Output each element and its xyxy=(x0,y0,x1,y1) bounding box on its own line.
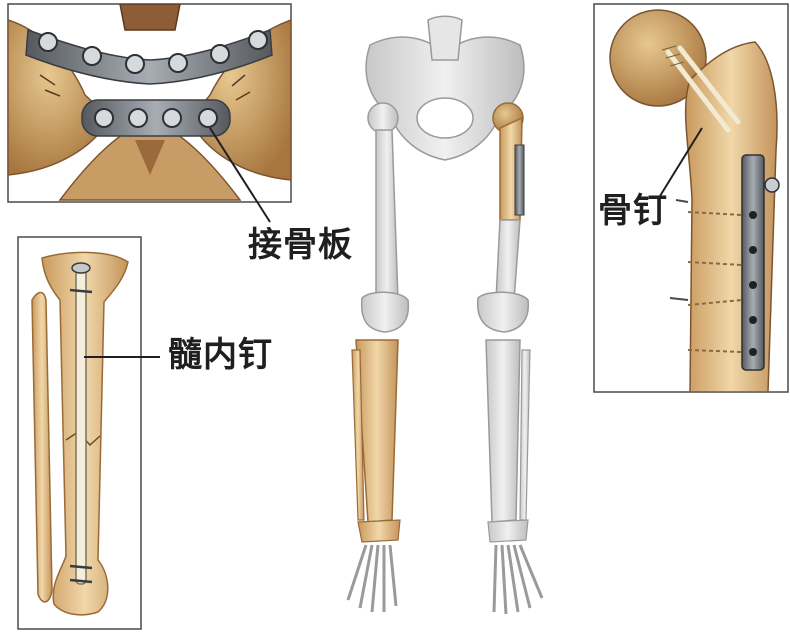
left-foot-bones xyxy=(348,545,396,612)
plate-top-screw xyxy=(765,178,779,192)
tibia-nail-panel xyxy=(18,237,141,629)
nail-cap xyxy=(72,263,90,273)
left-femur xyxy=(376,130,398,300)
sacrum-spine xyxy=(428,16,462,60)
right-fibula xyxy=(520,350,530,520)
bone-screw-label: 骨钉 xyxy=(598,194,668,228)
intramedullary-nail-label: 髓内钉 xyxy=(168,338,273,372)
right-ankle xyxy=(488,520,528,542)
left-ankle xyxy=(358,520,400,542)
right-tibia xyxy=(486,340,520,522)
bone-plate-label: 接骨板 xyxy=(248,228,353,262)
left-femoral-head xyxy=(368,103,398,133)
sacrum xyxy=(120,4,180,30)
femur-side-plate xyxy=(515,145,524,215)
right-knee xyxy=(478,292,529,332)
intramedullary-nail xyxy=(76,266,86,584)
right-femur-lower xyxy=(496,220,520,300)
left-knee xyxy=(362,292,409,332)
pelvic-inlet xyxy=(417,98,473,138)
lateral-plate xyxy=(742,155,764,370)
pelvis-plate-panel xyxy=(8,4,291,202)
right-foot-bones xyxy=(494,545,542,614)
lower-body-skeleton xyxy=(348,16,542,614)
